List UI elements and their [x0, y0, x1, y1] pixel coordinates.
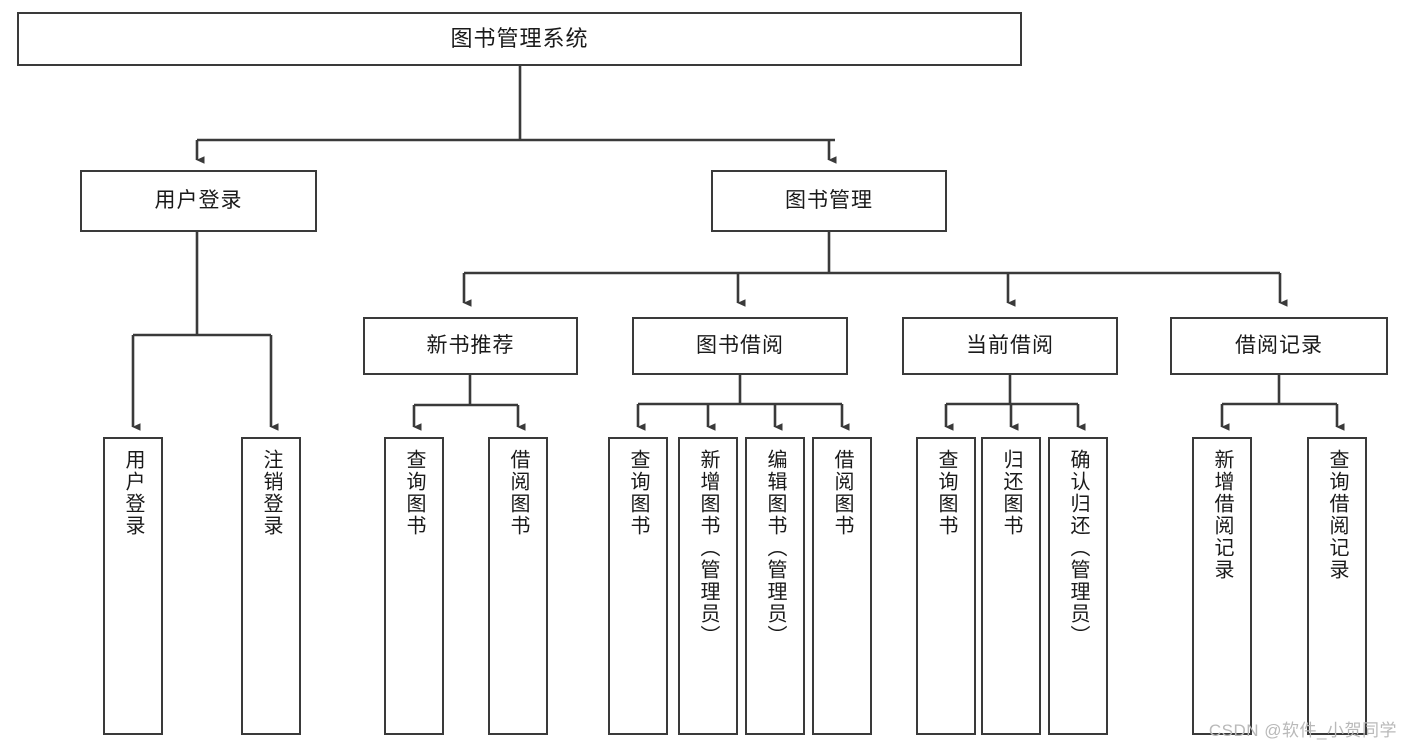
node-label: 借阅图书: [831, 449, 853, 537]
leaf-user-login[interactable]: 用户登录: [103, 437, 163, 735]
node-label: 归还图书: [1000, 449, 1022, 537]
node-label: 用户登录: [122, 449, 144, 537]
node-label: 编辑图书（管理员）: [764, 449, 786, 647]
node-label: 注销登录: [260, 449, 282, 537]
node-label: 图书管理: [785, 188, 873, 212]
leaf-query-book-recommend[interactable]: 查询图书: [384, 437, 444, 735]
node-label: 图书管理系统: [450, 26, 589, 52]
node-label: 新增借阅记录: [1211, 449, 1233, 581]
node-label: 用户登录: [154, 188, 243, 212]
watermark: CSDN @软件_小贺同学: [1208, 721, 1397, 740]
leaf-return-book[interactable]: 归还图书: [981, 437, 1041, 735]
leaf-query-borrow-record[interactable]: 查询借阅记录: [1307, 437, 1367, 735]
node-book-management[interactable]: 图书管理: [711, 170, 947, 232]
node-user-login[interactable]: 用户登录: [80, 170, 317, 232]
leaf-query-book-current[interactable]: 查询图书: [916, 437, 976, 735]
node-label: 确认归还（管理员）: [1067, 449, 1089, 647]
node-new-book-recommend[interactable]: 新书推荐: [363, 317, 578, 375]
node-label: 查询图书: [403, 449, 425, 537]
node-label: 图书借阅: [696, 333, 784, 357]
node-label: 借阅记录: [1235, 333, 1323, 357]
node-label: 新增图书（管理员）: [697, 449, 719, 647]
node-label: 查询图书: [935, 449, 957, 537]
leaf-borrow-book[interactable]: 借阅图书: [812, 437, 872, 735]
node-label: 借阅图书: [507, 449, 529, 537]
node-label: 当前借阅: [966, 333, 1054, 357]
node-label: 新书推荐: [426, 333, 515, 357]
node-borrow-record[interactable]: 借阅记录: [1170, 317, 1388, 375]
leaf-borrow-book-recommend[interactable]: 借阅图书: [488, 437, 548, 735]
leaf-edit-book[interactable]: 编辑图书（管理员）: [745, 437, 805, 735]
leaf-add-borrow-record[interactable]: 新增借阅记录: [1192, 437, 1252, 735]
node-root-book-management-system[interactable]: 图书管理系统: [17, 12, 1022, 66]
leaf-add-book[interactable]: 新增图书（管理员）: [678, 437, 738, 735]
node-label: 查询借阅记录: [1326, 449, 1348, 581]
leaf-logout-login[interactable]: 注销登录: [241, 437, 301, 735]
leaf-query-book-borrow[interactable]: 查询图书: [608, 437, 668, 735]
leaf-confirm-return[interactable]: 确认归还（管理员）: [1048, 437, 1108, 735]
node-book-borrow[interactable]: 图书借阅: [632, 317, 848, 375]
node-label: 查询图书: [627, 449, 649, 537]
node-current-borrow[interactable]: 当前借阅: [902, 317, 1118, 375]
